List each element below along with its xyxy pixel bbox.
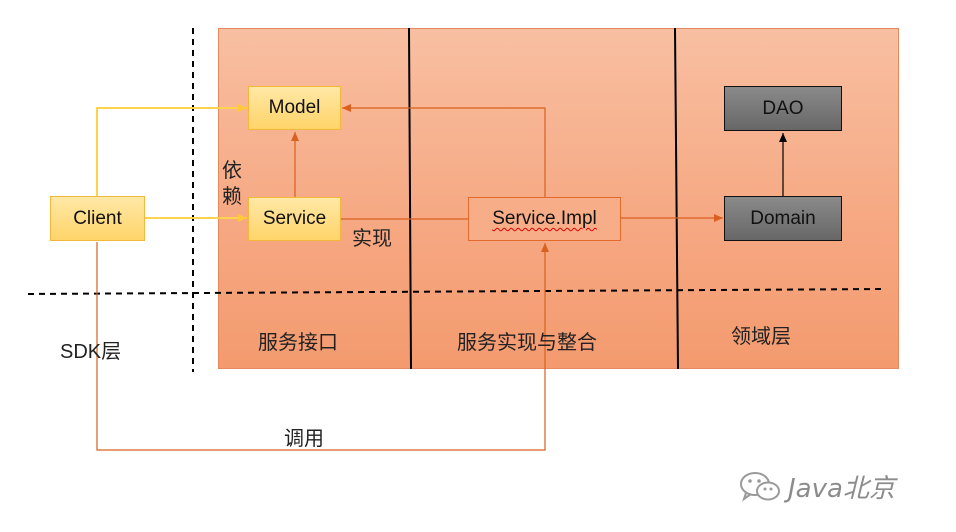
dao-label: DAO xyxy=(762,97,804,119)
column-divider xyxy=(408,27,412,370)
domain-box: Domain xyxy=(724,196,842,241)
depend-label-1: 依 xyxy=(222,160,242,182)
watermark-text: Java北京 xyxy=(788,474,895,504)
service-box: Service xyxy=(248,197,341,241)
model-label: Model xyxy=(268,97,321,118)
service-impl-integration-label: 服务实现与整合 xyxy=(457,332,597,354)
impl-to-model-arrow xyxy=(342,104,546,197)
service-impl-box: Service.Impl xyxy=(468,197,621,241)
model-box: Model xyxy=(248,86,341,130)
depend-label-2: 赖 xyxy=(222,186,242,208)
column-divider xyxy=(674,27,679,370)
domain-layer-label: 领域层 xyxy=(731,326,791,348)
horizontal-dashed-divider xyxy=(27,288,886,295)
service-label: Service xyxy=(262,208,327,229)
call-label: 调用 xyxy=(284,428,324,450)
implement-label: 实现 xyxy=(352,228,392,250)
domain-label: Domain xyxy=(750,207,816,229)
watermark: Java北京 xyxy=(738,468,895,505)
service-interface-label: 服务接口 xyxy=(258,332,338,354)
client-label: Client xyxy=(73,207,122,229)
dao-box: DAO xyxy=(724,86,842,131)
client-box: Client xyxy=(50,196,145,241)
client-to-model-arrow xyxy=(96,104,247,196)
service-impl-label: Service.Impl xyxy=(492,208,597,229)
sdk-layer-label: SDK层 xyxy=(60,341,122,363)
wechat-icon xyxy=(740,471,780,502)
call-arrow xyxy=(96,242,549,451)
